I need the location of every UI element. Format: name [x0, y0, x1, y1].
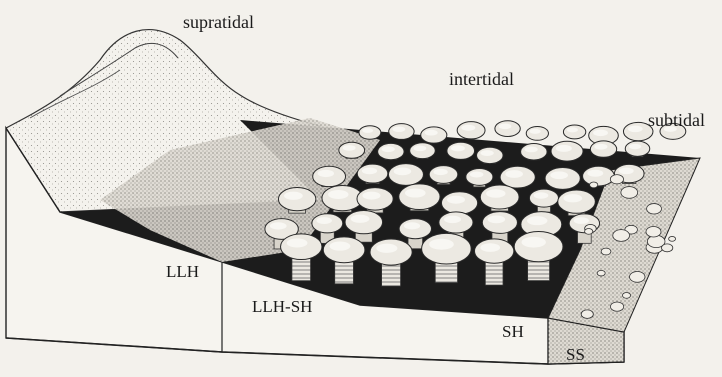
stromatolite-highlight	[522, 237, 546, 248]
stromatolite-highlight	[567, 127, 578, 132]
stromatolite-highlight	[593, 130, 608, 137]
stromatolite-highlight	[429, 239, 454, 250]
stromatolite-highlight	[425, 130, 438, 136]
subtidal-pebble	[630, 271, 645, 282]
stromatolite-highlight	[434, 169, 448, 175]
subtidal-pebble	[647, 204, 662, 214]
stromatolite-highlight	[444, 216, 461, 224]
stromatolite-highlight	[330, 242, 351, 251]
stromatolite-highlight	[414, 146, 427, 152]
stromatolite-highlight	[480, 243, 500, 252]
subtidal-pebble	[610, 175, 623, 184]
stromatolite-highlight	[270, 222, 287, 229]
stromatolite-highlight	[394, 168, 411, 176]
stromatolite-highlight	[451, 145, 465, 151]
subtidal-pebble	[597, 270, 605, 276]
supratidal-label: supratidal	[183, 13, 254, 31]
stromatolite-highlight	[505, 170, 523, 178]
stromatolite-highlight	[534, 192, 549, 198]
zone-label-ss: SS	[566, 346, 585, 363]
stromatolite-highlight	[594, 144, 607, 150]
stromatolite-highlight	[393, 126, 406, 132]
stromatolite-highlight	[351, 215, 370, 223]
stromatolite-highlight	[362, 128, 373, 133]
subtidal-pebble	[621, 187, 638, 199]
subtidal-pebble	[613, 230, 630, 242]
stromatolite-highlight	[628, 126, 643, 132]
stromatolite-highlight	[328, 190, 348, 199]
stromatolite-highlight	[530, 129, 541, 134]
stromatolite-highlight	[343, 145, 356, 151]
zone-label-sh: SH	[502, 323, 524, 340]
stromatolite-highlight	[382, 146, 395, 152]
subtidal-pebble	[669, 236, 676, 241]
stromatolite-highlight	[447, 196, 465, 204]
subtidal-pebble	[585, 229, 593, 235]
stromatolite-highlight	[481, 150, 494, 156]
intertidal-label: intertidal	[449, 70, 514, 88]
stromatolite-highlight	[470, 172, 484, 178]
subtidal-pebble	[610, 302, 623, 311]
stromatolite-highlight	[287, 238, 308, 247]
stromatolite-highlight	[488, 215, 506, 223]
subtidal-pebble	[661, 244, 672, 252]
stromatolite-highlight	[587, 170, 603, 177]
subtidal-pebble	[601, 248, 611, 255]
stromatolite-highlight	[527, 216, 547, 225]
stromatolite-highlight	[316, 217, 331, 224]
stromatolite-highlight	[574, 217, 589, 224]
stromatolite-highlight	[362, 192, 380, 200]
subtidal-pebble	[590, 182, 598, 188]
zone-label-llh: LLH	[166, 263, 199, 280]
stromatolite-highlight	[556, 145, 572, 152]
subtidal-pebble	[622, 293, 630, 299]
stromatolite-highlight	[550, 171, 568, 179]
stromatolite-highlight	[563, 194, 582, 202]
subtidal-pebble	[646, 227, 661, 238]
stromatolite-highlight	[284, 192, 303, 200]
subtidal-pebble	[581, 310, 593, 319]
stromatolite-highlight	[525, 146, 538, 152]
zone-label-llh-sh: LLH-SH	[252, 298, 312, 315]
stromatolite-highlight	[318, 170, 334, 177]
stromatolite-highlight	[619, 168, 634, 175]
stromatolite-highlight	[629, 144, 641, 149]
stromatolite-highlight	[461, 125, 475, 131]
stromatolite-highlight	[405, 188, 426, 197]
stromatolite-highlight	[404, 222, 420, 229]
stromatolite-highlight	[486, 189, 505, 198]
subtidal-label: subtidal	[648, 111, 705, 129]
stromatolite-highlight	[376, 244, 397, 253]
stromatolite-highlight	[362, 167, 377, 174]
stromatolite-highlight	[499, 124, 512, 130]
